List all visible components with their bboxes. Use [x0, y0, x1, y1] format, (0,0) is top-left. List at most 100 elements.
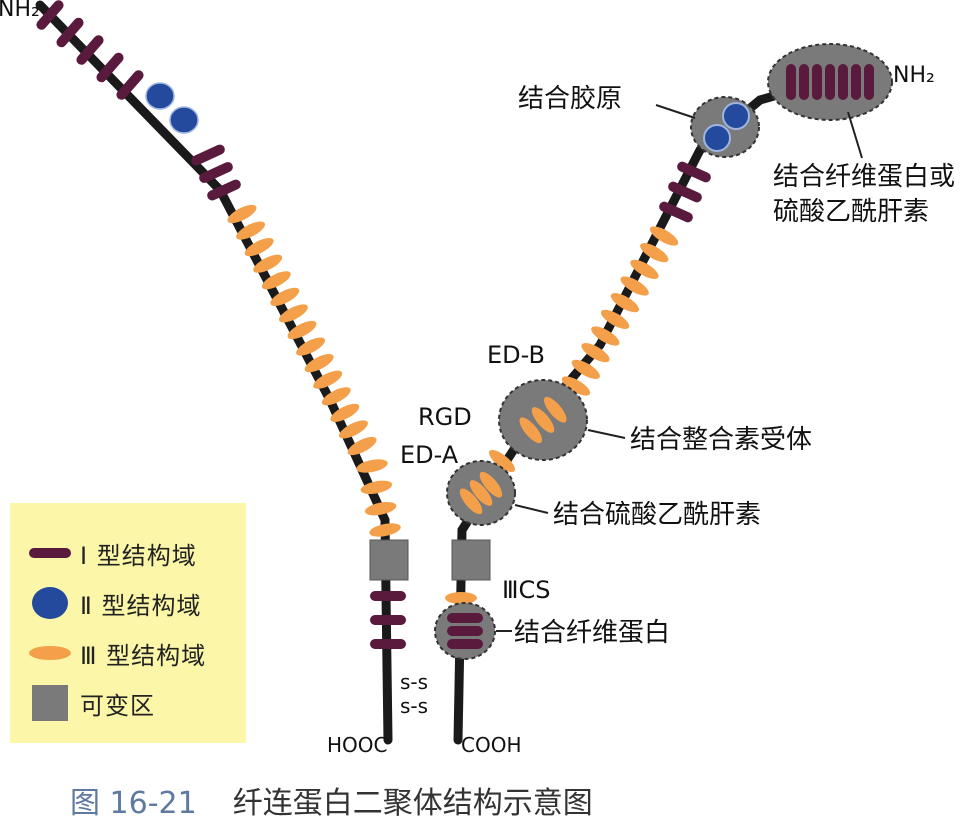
type3-domain: [296, 337, 326, 356]
legend-type3-label: Ⅲ 型结构域: [80, 641, 207, 670]
type3-domain: [649, 226, 679, 246]
type3-domain: [270, 287, 300, 306]
legend-type1-label: Ⅰ 型结构域: [80, 541, 197, 570]
type3-domain: [321, 387, 351, 406]
type1-domain: [838, 64, 848, 100]
type1-domain: [659, 201, 693, 223]
cooh-label: COOH: [461, 733, 522, 757]
type3-domain: [620, 276, 649, 296]
type3-domain: [630, 259, 659, 279]
type2-domain: [722, 102, 750, 130]
variable-region-left: [369, 539, 409, 581]
legend-row-type3: Ⅲ 型结构域: [20, 633, 206, 673]
legend-variable-label: 可变区: [80, 691, 155, 720]
type2-domain: [703, 124, 731, 152]
variable-region-right: [451, 539, 491, 581]
type1-domain: [370, 591, 406, 601]
disulfide-label-1: s-s: [400, 670, 428, 694]
type1-domain: [447, 626, 483, 636]
variable-swatch-icon: [32, 685, 68, 721]
type3-domain: [330, 403, 360, 422]
rgd-label: RGD: [418, 403, 472, 431]
type3-domain: [479, 471, 503, 498]
type3-domain: [488, 449, 516, 473]
type3-domain: [360, 480, 393, 495]
type1-domain: [199, 162, 233, 183]
type3-domain: [469, 480, 493, 506]
type1-domain: [96, 52, 124, 83]
integrin-binding-site: [498, 379, 588, 461]
type3-domain: [600, 309, 630, 329]
type3-domain: [369, 523, 401, 537]
nh2-left-label: NH₂: [0, 0, 40, 22]
type3-domain: [227, 204, 257, 224]
collagen-label: 结合胶原: [518, 84, 622, 114]
type1-domain: [116, 70, 144, 100]
leader-lines: [496, 104, 863, 632]
type1-swatch-icon: [29, 548, 71, 558]
fibrin-heparin-binding-site: [767, 43, 893, 121]
nh2-right-label: NH₂: [893, 63, 935, 88]
type3-domain: [531, 407, 555, 433]
type3-domain: [591, 326, 620, 346]
right-chain-domains: [445, 161, 711, 604]
legend-row-type1: Ⅰ 型结构域: [20, 533, 197, 573]
type3-domain: [610, 293, 640, 313]
type3-domain: [519, 417, 543, 444]
type1-domain: [447, 639, 483, 649]
right-chain-backbone: [453, 75, 835, 745]
type3-domain: [287, 320, 317, 340]
type1-domain: [447, 613, 483, 623]
type2-swatch-icon: [32, 587, 68, 619]
figure-caption: 图 16-21 纤连蛋白二聚体结构示意图: [70, 778, 593, 822]
type1-domain: [36, 0, 64, 30]
fibrin-heparin-label-2: 硫酸乙酰肝素: [773, 197, 929, 227]
type1-domain: [191, 144, 225, 166]
type3-domain: [244, 238, 274, 257]
type1-domain: [786, 64, 796, 100]
type3-domain: [581, 343, 610, 363]
type3-domain: [338, 420, 368, 439]
hooc-label: HOOC: [327, 733, 388, 757]
type3-domain: [253, 254, 283, 273]
figure-number: 图 16-21: [70, 786, 197, 821]
type1-domain: [76, 35, 104, 65]
type1-domain: [677, 161, 711, 183]
type3-domain: [571, 359, 600, 379]
type3-swatch-icon: [29, 646, 71, 660]
type3-domain: [543, 396, 567, 423]
type3-domain: [278, 304, 308, 323]
ed-b-label: ED-B: [487, 341, 545, 369]
left-chain-domains: [36, 0, 406, 649]
type1-domain: [56, 17, 84, 48]
type1-domain: [799, 64, 809, 100]
type1-domain: [864, 64, 874, 100]
type1-domain: [370, 615, 406, 625]
type3-domain: [640, 243, 669, 263]
type1-domain: [825, 64, 835, 100]
heparin-label: 结合硫酸乙酰肝素: [553, 500, 761, 530]
type1-domain: [851, 64, 861, 100]
type3-domain: [445, 592, 477, 604]
type2-domain: [145, 82, 175, 110]
collagen-binding-site: [690, 96, 760, 158]
legend-row-variable: 可变区: [20, 683, 155, 723]
type2-domain: [169, 106, 199, 134]
iiics-label: ⅢCS: [502, 576, 551, 604]
type1-domain: [812, 64, 822, 100]
integrin-label: 结合整合素受体: [630, 425, 812, 455]
legend-type2-label: Ⅱ 型结构域: [80, 591, 202, 620]
type3-domain: [236, 221, 266, 240]
type1-domain: [668, 181, 702, 203]
type3-domain: [459, 488, 483, 515]
heparin-binding-site: [446, 460, 516, 526]
fibrin-label: 结合纤维蛋白: [514, 618, 670, 648]
disulfide-label-2: s-s: [400, 694, 428, 718]
type3-domain: [313, 370, 343, 389]
figure-title: 纤连蛋白二聚体结构示意图: [232, 786, 593, 821]
type3-domain: [261, 271, 291, 290]
type3-domain: [561, 376, 591, 396]
type3-domain: [364, 501, 397, 516]
type1-domain: [207, 179, 241, 201]
